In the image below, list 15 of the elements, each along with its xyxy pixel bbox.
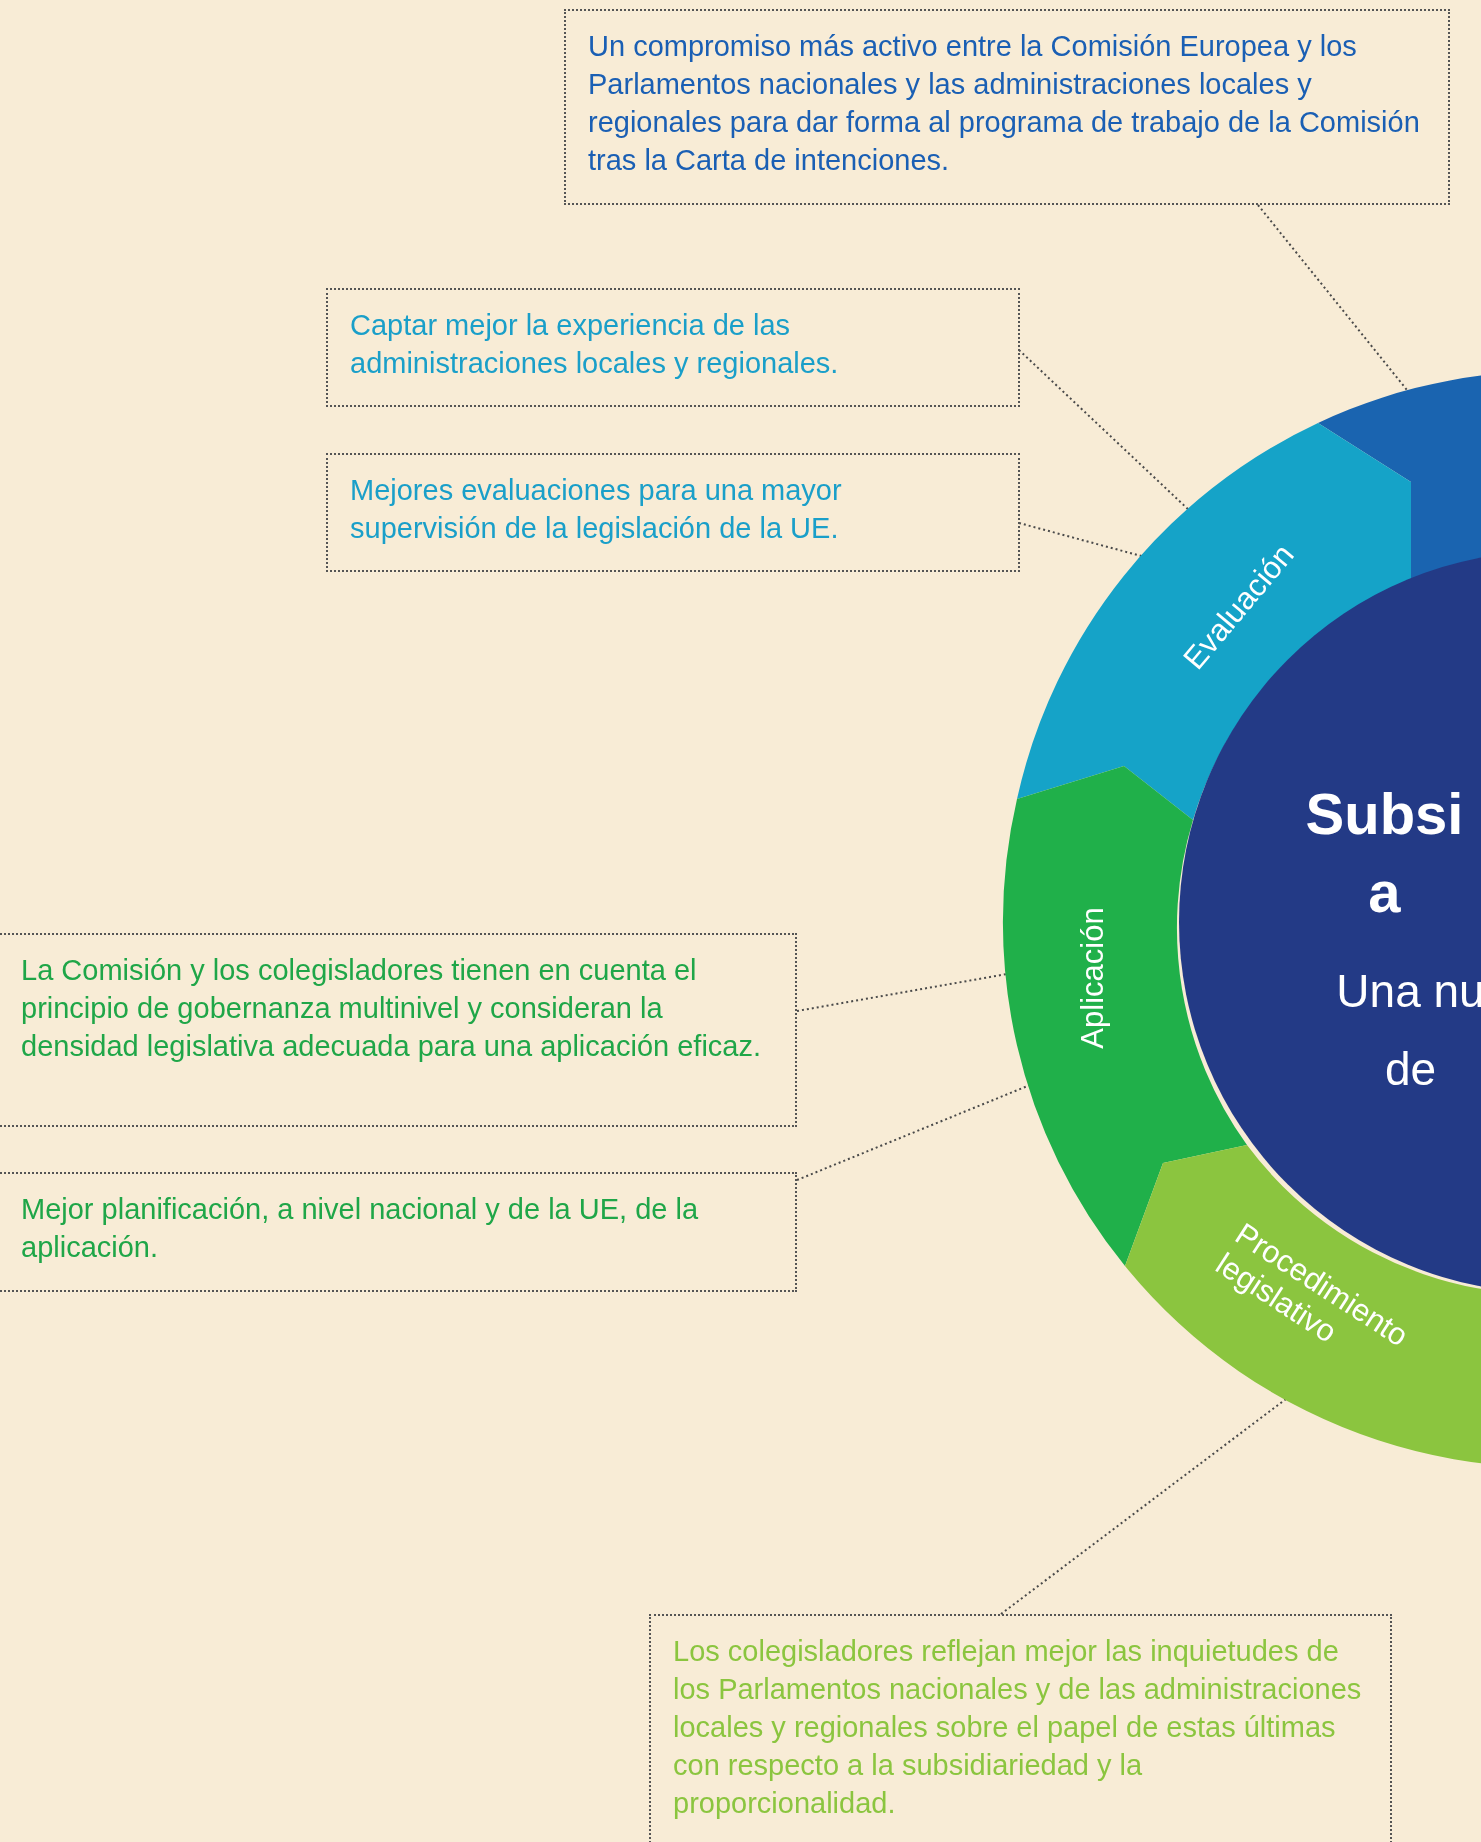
segment-label: Aplicación <box>1074 907 1111 1049</box>
callout-text: La Comisión y los colegisladores tienen en cuenta el principio de gobernanza multinivel y consideran la densidad legislativa adecuada para una aplicación eficaz. <box>21 953 762 1064</box>
callout-box <box>564 9 1450 205</box>
callout-text: Mejor planificación, a nivel nacional y de la UE, de la aplicación. <box>21 1192 700 1265</box>
callout-text: Los colegisladores reflejan mejor las inquietudes de los Parlamentos nacionales y de las administraciones locales y regionales sobre el papel de estas últimas con respecto a la subsidiariedad y la proporcionalidad. <box>673 1634 1363 1821</box>
callout-text: Un compromiso más activo entre la Comisión Europea y los Parlamentos nacionales y las administraciones locales y regionales para dar forma al programa de trabajo de la Comisión tras la Carta de intenciones. <box>588 29 1421 178</box>
callout-text: Captar mejor la experiencia de las administraciones locales y regionales. <box>350 308 840 381</box>
callout-text: Mejores evaluaciones para una mayor supervisión de la legislación de la UE. <box>350 473 843 546</box>
center-title: Subsi a <box>1304 780 1465 926</box>
callout-box <box>0 933 797 1127</box>
callout-box <box>649 1614 1392 1842</box>
leader-line <box>1000 1398 1287 1615</box>
callout-box <box>326 453 1020 572</box>
callout-box <box>0 1172 797 1292</box>
callout-box <box>326 288 1020 407</box>
